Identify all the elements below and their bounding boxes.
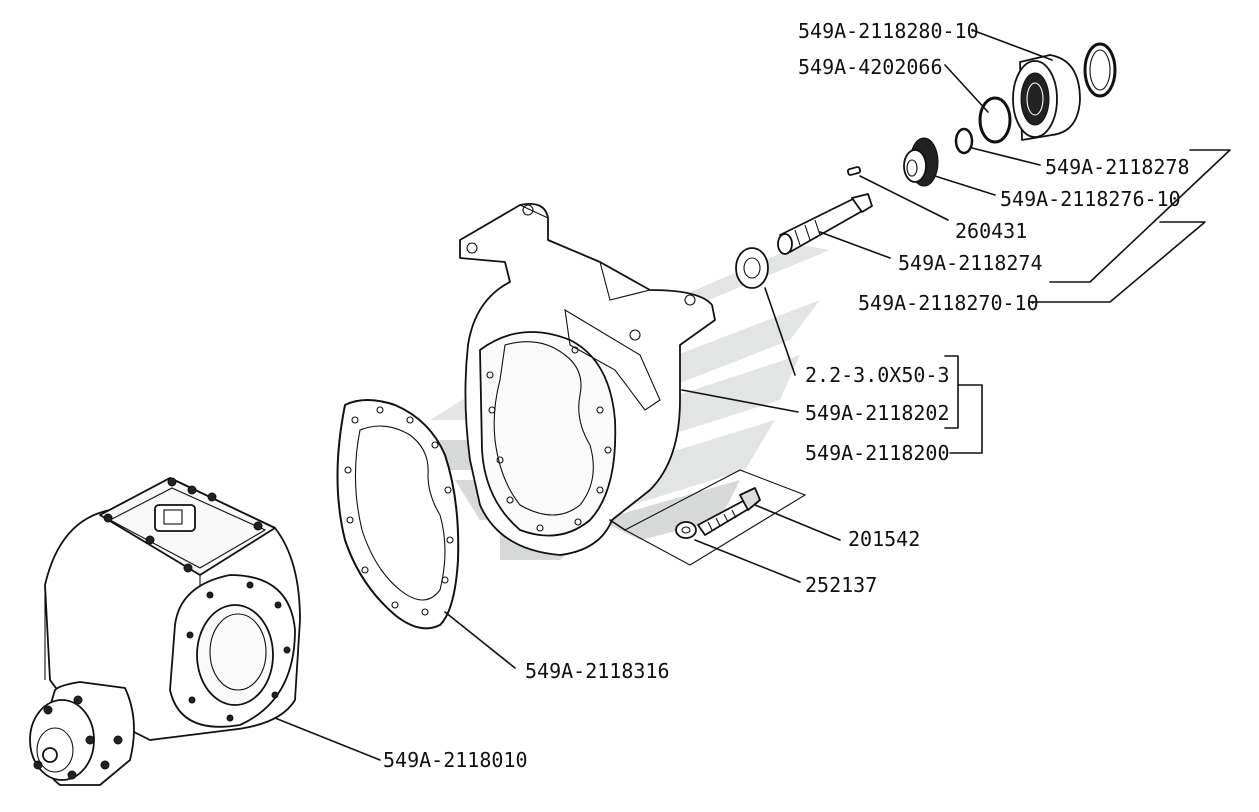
label-549a-2118010: 549A-2118010 [383, 748, 528, 772]
label-260431: 260431 [955, 219, 1027, 243]
key [846, 166, 862, 176]
label-201542: 201542 [848, 527, 920, 551]
label-549a-2118202: 549A-2118202 [805, 401, 950, 425]
gear [903, 137, 939, 187]
coupling-sleeve [1012, 54, 1081, 141]
label-549a-2118276-10: 549A-2118276-10 [1000, 187, 1181, 211]
small-ring [954, 127, 974, 155]
label-549a-2118278: 549A-2118278 [1045, 155, 1190, 179]
bolt-group [623, 469, 807, 566]
label-549a-2118280-10: 549A-2118280-10 [798, 19, 979, 43]
snap-ring-large [1083, 42, 1117, 98]
gasket [336, 399, 460, 630]
leader-lines [274, 29, 1231, 761]
label-549a-2118270-10: 549A-2118270-10 [858, 291, 1039, 315]
label-549a-2118274: 549A-2118274 [898, 251, 1043, 275]
gearbox-assembly [29, 477, 301, 786]
label-549a-2118200: 549A-2118200 [805, 441, 950, 465]
shaft [777, 193, 873, 255]
label-2.2-3.0x50-3: 2.2-3.0X50-3 [805, 363, 950, 387]
label-549a-2118316: 549A-2118316 [525, 659, 670, 683]
label-549a-4202066: 549A-4202066 [798, 55, 943, 79]
label-252137: 252137 [805, 573, 877, 597]
retaining-ring [978, 96, 1012, 144]
gear-housing [459, 203, 716, 556]
seal-washer [735, 247, 769, 289]
